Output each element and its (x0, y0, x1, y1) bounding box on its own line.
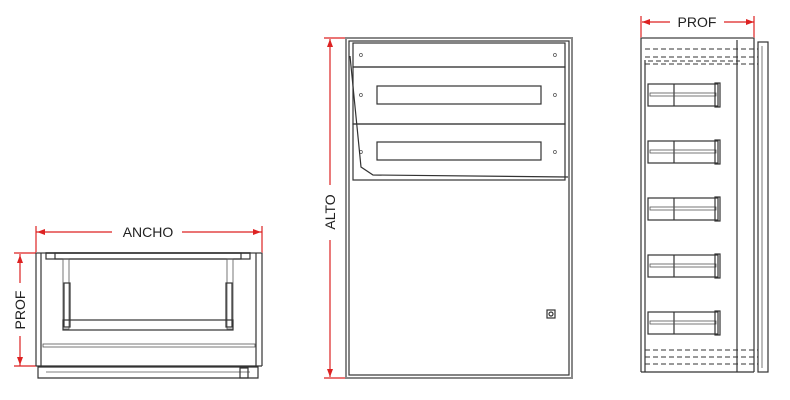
side-view: PROF (640, 14, 769, 373)
module-panel (352, 123, 566, 181)
breaker-module (647, 82, 721, 108)
breaker-module (647, 310, 721, 336)
top-view-body (35, 252, 263, 379)
height-label: ALTO (322, 194, 338, 229)
svg-text:o: o (553, 92, 557, 99)
top-view: ANCHO PROF (12, 224, 263, 379)
width-dimension: ANCHO (35, 224, 263, 253)
breaker-slot (376, 141, 542, 161)
breaker-module (647, 253, 721, 279)
breaker-module (647, 139, 721, 165)
svg-text:o: o (553, 149, 557, 156)
side-view-body (640, 37, 769, 373)
breaker-module (647, 196, 721, 222)
breaker-slot (376, 85, 542, 105)
depth-label-right: PROF (678, 14, 717, 30)
width-label: ANCHO (123, 224, 174, 240)
height-dimension: ALTO (322, 37, 346, 379)
svg-text:o: o (359, 149, 363, 156)
svg-text:o: o (359, 52, 363, 59)
svg-text:o: o (553, 52, 557, 59)
module-panel (352, 66, 566, 125)
front-view-body: o o o o o o (345, 37, 573, 379)
depth-dimension-left: PROF (12, 252, 36, 367)
depth-label-left: PROF (12, 291, 28, 330)
front-view: ALTO o o o o o o (322, 37, 573, 379)
door-lock-icon (546, 309, 556, 319)
svg-text:o: o (359, 92, 363, 99)
depth-dimension-right: PROF (640, 14, 755, 38)
